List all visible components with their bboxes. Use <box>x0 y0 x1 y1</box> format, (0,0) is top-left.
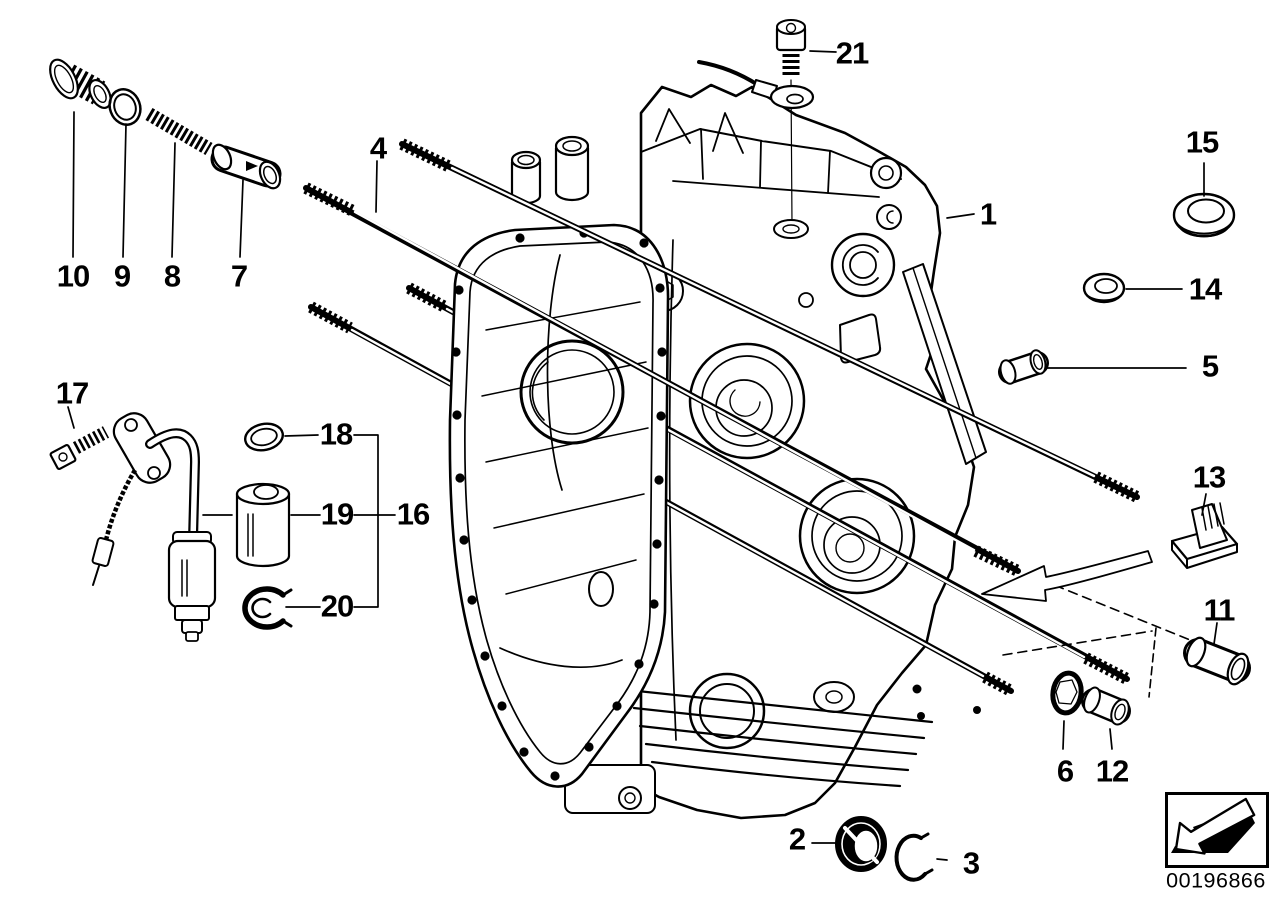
timing-cover-face <box>448 223 670 788</box>
callout-6: 6 <box>1056 753 1074 789</box>
callout-12: 12 <box>1095 753 1129 789</box>
callout-14: 14 <box>1188 271 1222 307</box>
tie-stud-upper-pair <box>303 138 1140 577</box>
callout-1: 1 <box>979 196 997 232</box>
callout-7: 7 <box>230 258 248 294</box>
callout-2: 2 <box>788 821 806 857</box>
callout-19: 19 <box>320 496 354 532</box>
callout-20: 20 <box>320 588 354 624</box>
callout-leader-lines <box>67 50 1218 861</box>
callout-4: 4 <box>369 130 387 166</box>
callout-5: 5 <box>1201 348 1219 384</box>
oil-pressure-valve-parts <box>49 58 282 190</box>
installation-path-dashed-lines <box>981 550 1191 698</box>
callout-11: 11 <box>1203 592 1236 628</box>
callout-3: 3 <box>962 845 980 881</box>
ground-strap-bolt-assembly <box>697 19 815 239</box>
callout-13: 13 <box>1192 459 1226 495</box>
crankcase-body <box>510 83 987 820</box>
arrow-down-left-icon <box>1171 797 1256 855</box>
callout-16: 16 <box>396 496 430 532</box>
callout-15: 15 <box>1185 124 1219 160</box>
callout-17: 17 <box>55 375 89 411</box>
callout-21: 21 <box>835 35 869 71</box>
right-side-parts <box>835 192 1251 882</box>
callout-9: 9 <box>113 258 131 294</box>
drawing-stamp-box <box>1165 792 1269 868</box>
oil-line-and-sensor-assembly <box>49 412 293 642</box>
callout-8: 8 <box>163 258 181 294</box>
callout-10: 10 <box>56 258 90 294</box>
callout-18: 18 <box>319 416 353 452</box>
insert-direction-arrow-icon <box>981 550 1153 602</box>
drawing-number: 00196866 <box>1166 868 1266 893</box>
